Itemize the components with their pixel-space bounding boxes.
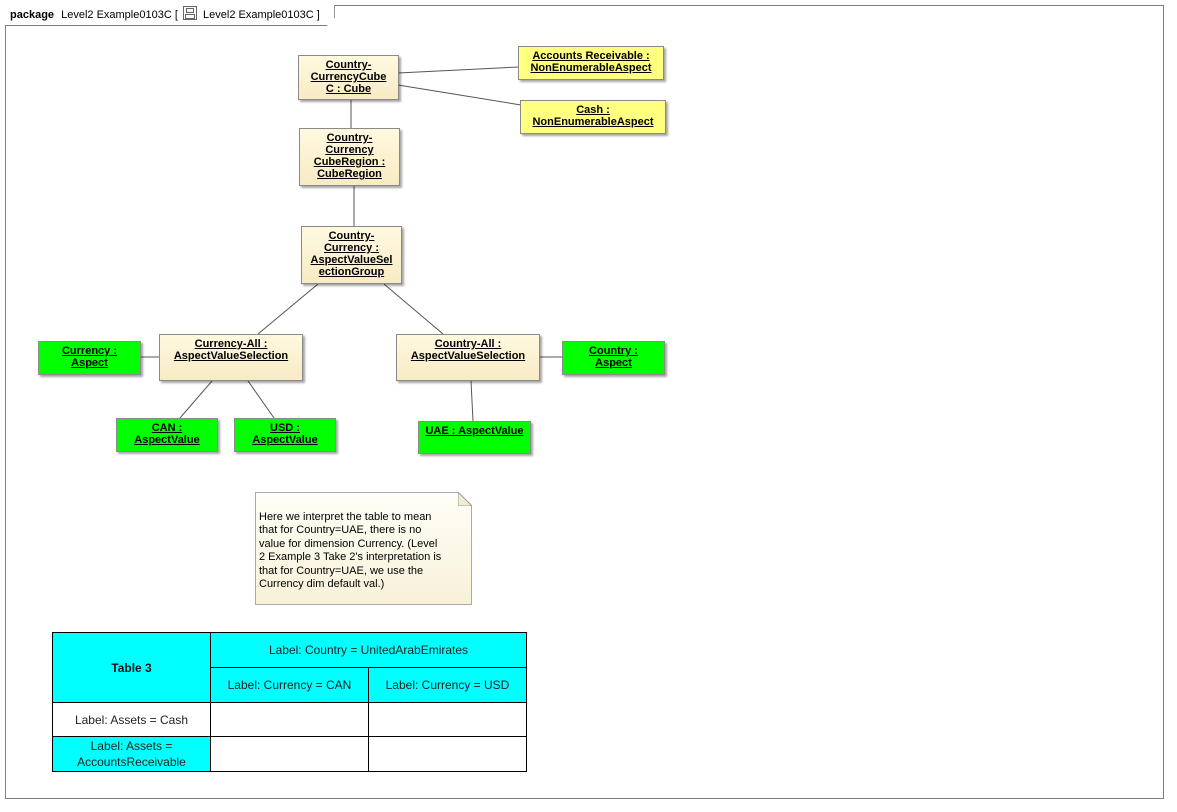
node-label-line: NonEnumerableAspect — [532, 116, 654, 128]
node-label-line: CubeRegion — [317, 168, 382, 180]
node-label-line: CurrencyCube — [310, 71, 387, 83]
node-label-line: Country : — [589, 345, 638, 357]
node-cube-region[interactable]: Country- Currency CubeRegion : CubeRegio… — [299, 128, 400, 186]
node-label-line: Currency — [325, 144, 374, 156]
package-frame — [5, 5, 1164, 799]
node-selection-group[interactable]: Country- Currency : AspectValueSel ectio… — [301, 226, 402, 284]
table-row-cash-label: Label: Assets = Cash — [52, 702, 211, 737]
table-cell — [368, 736, 527, 772]
link-currencyall-usd — [247, 380, 275, 419]
link-cube-cash — [397, 84, 522, 106]
node-label-line: AspectValueSel — [310, 254, 393, 266]
node-label-line: C : Cube — [325, 83, 372, 95]
node-label-line: NonEnumerableAspect — [530, 62, 652, 74]
node-label-line: AspectValue — [134, 434, 200, 446]
table-3: Table 3 Label: Country = UnitedArabEmira… — [52, 632, 527, 772]
node-label-line: CubeRegion : — [313, 156, 386, 168]
node-label-line: AspectValue — [252, 434, 318, 446]
frame-keyword: package — [10, 9, 55, 21]
node-label-line: Country- — [326, 132, 373, 144]
table-country-header: Label: Country = UnitedArabEmirates — [210, 632, 527, 668]
node-label-line: AspectValueSelection — [173, 350, 289, 362]
node-currency-aspect[interactable]: Currency : Aspect — [38, 341, 141, 375]
node-label-line: Currency : — [323, 242, 380, 254]
node-label-line: Aspect — [71, 357, 108, 369]
node-label-line: Accounts Receivable : — [532, 50, 650, 62]
note-line: Currency dim default val.) — [259, 578, 385, 591]
node-can[interactable]: CAN : AspectValue — [116, 418, 218, 452]
node-currency-all[interactable]: Currency-All : AspectValueSelection — [159, 334, 303, 381]
node-cash[interactable]: Cash : NonEnumerableAspect — [520, 100, 666, 134]
node-label-line: CAN : — [151, 422, 183, 434]
node-label-line: UAE : AspectValue — [425, 425, 524, 437]
link-group-currencyall — [257, 283, 319, 335]
node-accounts-receivable[interactable]: Accounts Receivable : NonEnumerableAspec… — [518, 46, 664, 80]
table-cell — [368, 702, 527, 737]
table-cell — [210, 702, 369, 737]
table-currency-can-header: Label: Currency = CAN — [210, 667, 369, 703]
diagram-icon — [183, 6, 197, 20]
table-cell — [210, 736, 369, 772]
node-label-line: ectionGroup — [318, 266, 385, 278]
frame-name: Level2 Example0103C [ — [61, 9, 178, 21]
node-uae[interactable]: UAE : AspectValue — [418, 421, 531, 454]
node-label-line: Country-All : — [434, 338, 502, 350]
link-countryall-uae — [470, 380, 474, 422]
node-usd[interactable]: USD : AspectValue — [234, 418, 336, 452]
table-title: Table 3 — [52, 632, 211, 703]
note-line: value for dimension Currency. (Level — [259, 537, 438, 550]
note-line: that for Country=UAE, there is no — [259, 524, 422, 537]
frame-diagram-name: Level2 Example0103C — [203, 9, 314, 21]
node-label-line: Aspect — [595, 357, 632, 369]
node-label-line: Currency-All : — [194, 338, 268, 350]
node-label-line: Country- — [328, 230, 375, 242]
frame-title-tab: package Level2 Example0103C [ Level2 Exa… — [5, 5, 335, 26]
table-row-ar-label: Label: Assets = AccountsReceivable — [52, 736, 211, 772]
node-label-line: Cash : — [576, 104, 610, 116]
node-label-line: Country- — [325, 59, 372, 71]
node-label-line: Currency : — [61, 345, 118, 357]
link-currencyall-can — [179, 380, 213, 419]
note-line: 2 Example 3 Take 2's interpretation is — [259, 551, 442, 564]
table-row-ar-label-line: AccountsReceivable — [77, 755, 186, 769]
note-fold-corner — [458, 492, 472, 506]
comment-note[interactable]: Here we interpret the table to mean that… — [255, 492, 472, 605]
link-cube-ar — [397, 66, 520, 74]
table-row-ar-label-line: Label: Assets = — [90, 739, 173, 753]
node-country-aspect[interactable]: Country : Aspect — [562, 341, 665, 375]
node-label-line: USD : — [270, 422, 300, 434]
frame-close-bracket: ] — [316, 9, 320, 21]
node-currency-cube[interactable]: Country- CurrencyCube C : Cube — [298, 55, 399, 100]
node-country-all[interactable]: Country-All : AspectValueSelection — [396, 334, 540, 381]
node-label-line: AspectValueSelection — [410, 350, 526, 362]
note-line: that for Country=UAE, we use the — [259, 564, 424, 577]
link-group-countryall — [383, 283, 444, 335]
table-currency-usd-header: Label: Currency = USD — [368, 667, 527, 703]
note-line: Here we interpret the table to mean — [259, 511, 432, 523]
